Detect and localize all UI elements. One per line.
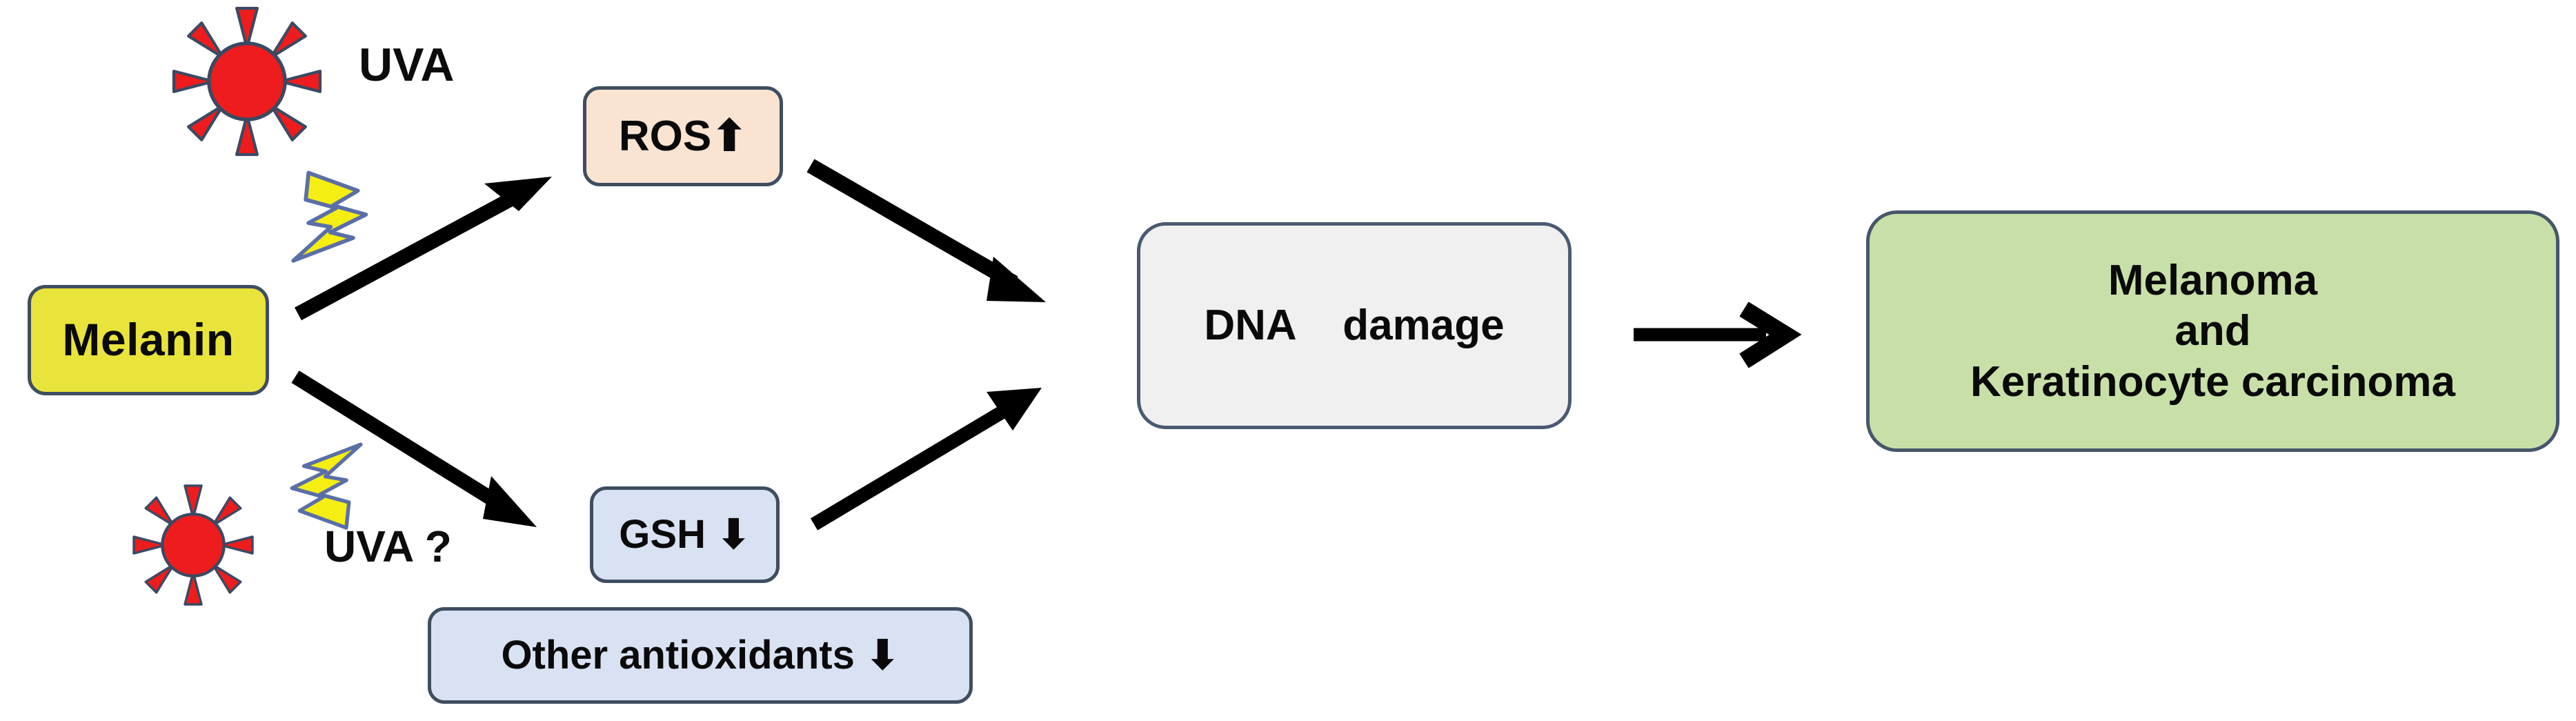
arrow-dna-to-outcome: [1634, 302, 1802, 368]
node-ros-label: ROS⬆: [618, 112, 748, 160]
node-other-antioxidants-label: Other antioxidants ⬇: [501, 632, 900, 678]
node-dna-damage-label: DNA damage: [1204, 302, 1505, 350]
label-uva-bottom: UVA ?: [324, 522, 452, 571]
arrow-melanin-to-ros: [295, 177, 552, 321]
node-melanin-label: Melanin: [62, 314, 235, 366]
lightning-bolt-icon-top: [279, 172, 373, 278]
node-outcome-line-3: Keratinocyte carcinoma: [1970, 357, 2455, 406]
node-outcome-line-2: and: [2174, 307, 2251, 355]
node-dna-damage[interactable]: DNA damage: [1137, 222, 1572, 429]
node-gsh[interactable]: GSH ⬇: [590, 486, 780, 583]
node-outcome-line-1: Melanoma: [2108, 257, 2318, 305]
arrow-gsh-to-dna: [810, 388, 1042, 531]
arrow-ros-to-dna: [806, 159, 1046, 302]
node-other-antioxidants[interactable]: Other antioxidants ⬇: [428, 607, 973, 704]
node-gsh-label: GSH ⬇: [619, 511, 751, 557]
arrow-melanin-to-gsh: [291, 371, 537, 527]
lightning-bolt-icon-bottom: [286, 428, 375, 528]
node-ros[interactable]: ROS⬆: [583, 86, 783, 186]
sun-icon-top: [174, 8, 320, 155]
node-outcome[interactable]: Melanoma and Keratinocyte carcinoma: [1866, 210, 2559, 452]
sun-icon-bottom: [134, 486, 252, 604]
node-melanin[interactable]: Melanin: [28, 285, 269, 395]
label-uva-top: UVA: [359, 39, 455, 91]
